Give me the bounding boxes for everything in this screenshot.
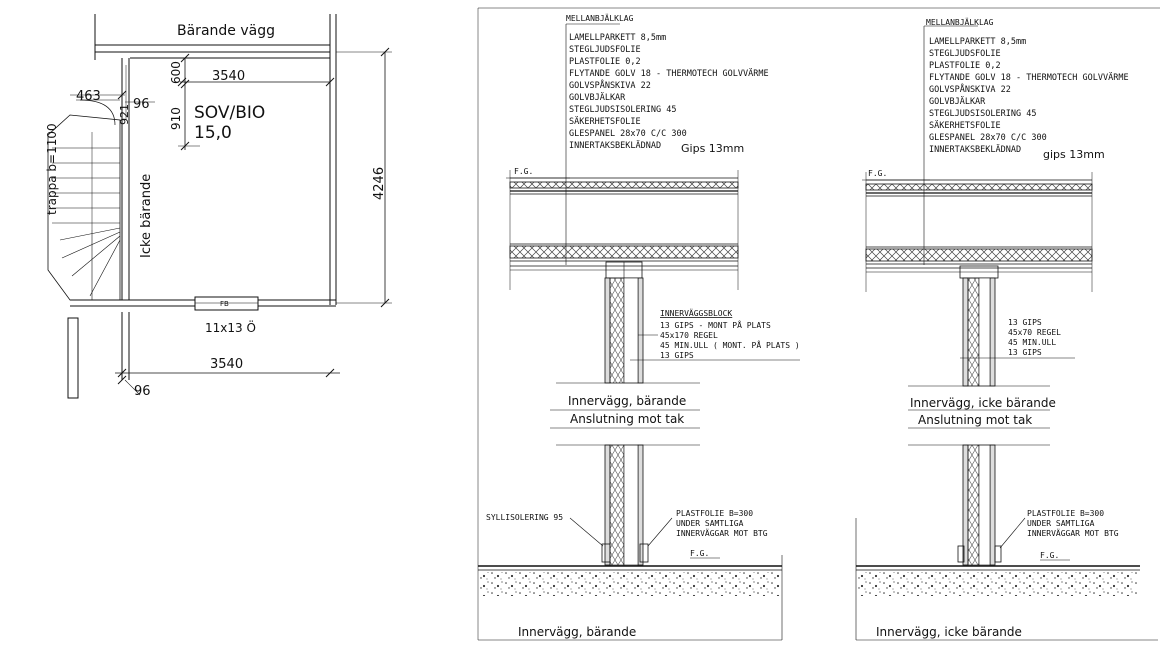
left-fg-bottom: F.G. xyxy=(690,549,709,558)
dim-600: 600 xyxy=(169,61,183,84)
right-block-line: 13 GIPS xyxy=(1008,348,1042,357)
left-syll: SYLLISOLERING 95 xyxy=(486,513,563,522)
room-area: 15,0 xyxy=(194,123,232,143)
left-layer: SÄKERHETSFOLIE xyxy=(569,116,641,127)
left-block-line: 45x170 REGEL xyxy=(660,331,718,340)
left-layer-list: LAMELLPARKETT 8,5mm STEGLJUDSFOLIE PLAST… xyxy=(569,33,769,151)
right-layer: PLASTFOLIE 0,2 xyxy=(929,61,1001,71)
left-block-line: 45 MIN.ULL ( MONT. PÅ PLATS ) xyxy=(660,339,800,350)
right-layer: INNERTAKSBEKLÄDNAD xyxy=(929,144,1021,155)
room-name: SOV/BIO xyxy=(194,103,265,123)
left-layer: LAMELLPARKETT 8,5mm xyxy=(569,33,666,43)
icke-barande-label: Icke bärande xyxy=(139,174,154,258)
trappa-label: trappa b=1100 xyxy=(45,123,59,215)
dim-96-top: 96 xyxy=(133,97,150,112)
right-layer: FLYTANDE GOLV 18 - THERMOTECH GOLVVÄRME xyxy=(929,72,1129,83)
right-bottom-caption: Innervägg, icke bärande xyxy=(876,625,1022,639)
right-block-line: 13 GIPS xyxy=(1008,318,1042,327)
right-plastfolie-line: PLASTFOLIE B=300 xyxy=(1027,509,1104,518)
dim-4246: 4246 xyxy=(372,167,387,200)
left-layer: PLASTFOLIE 0,2 xyxy=(569,57,641,67)
right-fg-bottom: F.G. xyxy=(1040,551,1059,560)
left-block-line: 13 GIPS - MONT PÅ PLATS xyxy=(660,319,771,330)
left-gips-note: Gips 13mm xyxy=(681,142,744,155)
right-caption-2: Anslutning mot tak xyxy=(918,413,1032,427)
right-block-line: 45 MIN.ULL xyxy=(1008,338,1056,347)
left-caption-2: Anslutning mot tak xyxy=(570,412,684,426)
left-block-title: INNERVÄGGSBLOCK xyxy=(660,308,732,318)
floor-plan: Bärande vägg 3540 600 910 463 96 921 SOV… xyxy=(45,14,392,399)
section-barande: MELLANBJÄLKLAG LAMELLPARKETT 8,5mm STEGL… xyxy=(477,7,1160,641)
dim-910: 910 xyxy=(169,107,183,130)
barande-vagg-label: Bärande vägg xyxy=(177,23,275,39)
left-fg-top: F.G. xyxy=(514,167,533,176)
dim-921: 921 xyxy=(118,104,131,125)
left-title: MELLANBJÄLKLAG xyxy=(566,13,634,23)
right-layer: GOLVSPÅNSKIVA 22 xyxy=(929,83,1011,95)
left-caption-1: Innervägg, bärande xyxy=(568,394,686,408)
right-block-line: 45x70 REGEL xyxy=(1008,328,1061,337)
dim-463: 463 xyxy=(76,89,101,104)
left-layer: FLYTANDE GOLV 18 - THERMOTECH GOLVVÄRME xyxy=(569,68,769,79)
right-layer-list: LAMELLPARKETT 8,5mm STEGLJUDSFOLIE PLAST… xyxy=(929,37,1129,155)
window-label: 11x13 Ö xyxy=(205,319,256,335)
right-layer: SÄKERHETSFOLIE xyxy=(929,120,1001,131)
section-icke-barande: MELLANBJÄLKLAG LAMELLPARKETT 8,5mm STEGL… xyxy=(855,17,1158,641)
dim-96-bottom: 96 xyxy=(134,384,151,399)
left-bottom-caption: Innervägg, bärande xyxy=(518,625,636,639)
right-layer: LAMELLPARKETT 8,5mm xyxy=(929,37,1026,47)
fb-label: FB xyxy=(220,300,229,308)
right-plastfolie-line: INNERVÄGGAR MOT BTG xyxy=(1027,528,1119,538)
left-layer: GOLVBJÄLKAR xyxy=(569,92,626,103)
right-title: MELLANBJÄLKLAG xyxy=(926,17,994,27)
dim-3540-top: 3540 xyxy=(212,69,245,84)
right-layer: STEGLJUDSFOLIE xyxy=(929,49,1001,59)
left-block-line: 13 GIPS xyxy=(660,351,694,360)
left-layer: STEGLJUDSFOLIE xyxy=(569,45,641,55)
right-gips-note: gips 13mm xyxy=(1043,148,1105,161)
right-layer: GLESPANEL 28x70 C/C 300 xyxy=(929,133,1047,143)
left-layer: GOLVSPÅNSKIVA 22 xyxy=(569,79,651,91)
left-layer: INNERTAKSBEKLÄDNAD xyxy=(569,140,661,151)
left-plastfolie-line: INNERVÄGGAR MOT BTG xyxy=(676,528,768,538)
right-plastfolie-line: UNDER SAMTLIGA xyxy=(1027,519,1095,528)
left-plastfolie-line: PLASTFOLIE B=300 xyxy=(676,509,753,518)
right-fg-top: F.G. xyxy=(868,169,887,178)
right-caption-1: Innervägg, icke bärande xyxy=(910,396,1056,410)
left-layer: STEGLJUDSISOLERING 45 xyxy=(569,105,676,115)
dim-3540-bottom: 3540 xyxy=(210,357,243,372)
left-plastfolie-line: UNDER SAMTLIGA xyxy=(676,519,744,528)
right-layer: GOLVBJÄLKAR xyxy=(929,96,986,107)
right-layer: STEGLJUDSISOLERING 45 xyxy=(929,109,1036,119)
left-layer: GLESPANEL 28x70 C/C 300 xyxy=(569,129,687,139)
